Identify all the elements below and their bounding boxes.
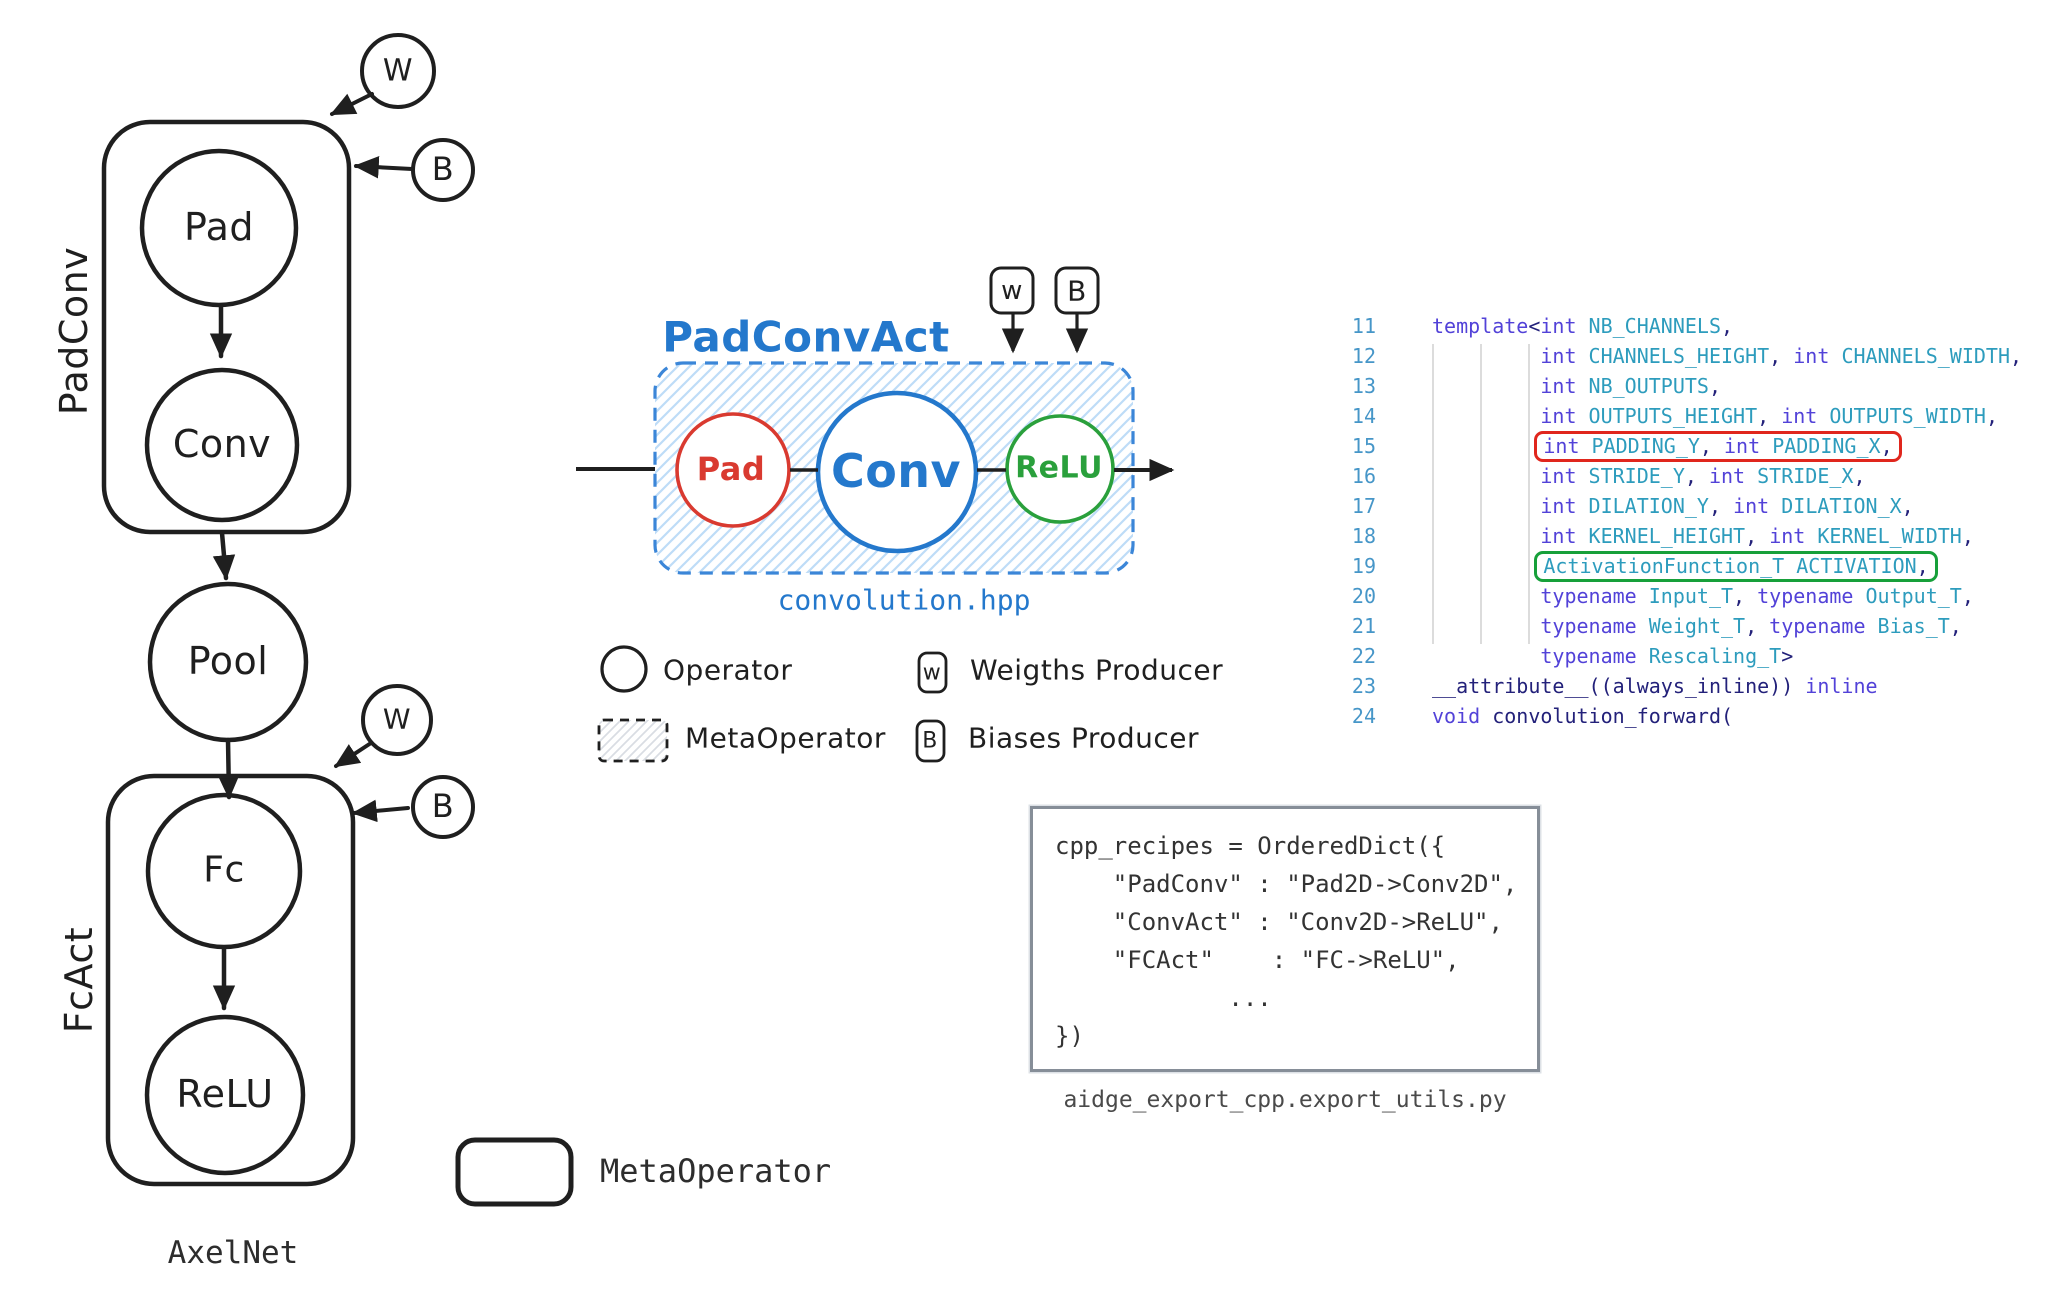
convolution-hpp-caption: convolution.hpp	[777, 583, 1031, 617]
padconv-group-box	[101, 119, 352, 535]
biases-legend-label: Biases Producer	[968, 721, 1200, 755]
axelnet-caption: AxelNet	[167, 1235, 299, 1271]
conv-node-circle	[144, 367, 300, 523]
operator-legend-circle	[600, 645, 648, 693]
b-box-label: B	[1067, 274, 1087, 308]
padconv-to-pool-arrow	[212, 530, 236, 581]
indent-guide-1	[1432, 344, 1434, 644]
metaoperator-legend-label: MetaOperator	[600, 1152, 832, 1190]
padconvact-title: PadConvAct	[662, 312, 950, 362]
meta-pad-label: Pad	[696, 450, 766, 488]
w2-arrow	[334, 741, 373, 768]
metaoperator-legend-swatch	[597, 718, 669, 763]
metaoperator-legend-box	[455, 1137, 574, 1207]
b1-arrow	[353, 155, 414, 179]
b1-producer-label: B	[431, 150, 455, 188]
recipes-caption: aidge_export_cpp.export_utils.py	[1063, 1087, 1507, 1113]
pad-node-label: Pad	[183, 205, 255, 249]
indent-guide-3	[1528, 344, 1530, 644]
meta-pad-circle	[675, 412, 791, 528]
b2-arrow	[351, 799, 410, 823]
fc-node-label: Fc	[203, 849, 245, 891]
code-lines: template<int NB_CHANNELS, int CHANNELS_H…	[1432, 314, 2023, 728]
meta-conv-label: Conv	[830, 444, 962, 498]
relu-node-label: ReLU	[176, 1072, 274, 1116]
fcact-group-label: FcAct	[57, 926, 101, 1034]
recipes-code: cpp_recipes = OrderedDict({ "PadConv" : …	[1055, 832, 1518, 1050]
w2-producer-label: W	[382, 702, 412, 736]
biases-legend-symbol: B	[922, 728, 938, 754]
indent-guide-2	[1480, 344, 1482, 644]
weights-producer-circle-1	[360, 33, 436, 109]
meta-conv-circle	[815, 390, 979, 554]
pool-to-fc-arrow	[217, 737, 240, 800]
w-box-label: w	[1001, 276, 1023, 306]
weights-legend-box	[917, 651, 948, 694]
biases-legend-box	[915, 719, 946, 763]
b2-producer-label: B	[431, 787, 455, 825]
padconv-group-label: PadConv	[52, 246, 96, 416]
fcact-group-box	[105, 773, 356, 1187]
meta-relu-circle	[1005, 414, 1115, 524]
conv-node-label: Conv	[172, 422, 272, 466]
recipes-box: cpp_recipes = OrderedDict({ "PadConv" : …	[1030, 806, 1540, 1072]
operator-legend-label: Operator	[663, 653, 793, 687]
w1-arrow	[329, 92, 374, 116]
meta-relu-label: ReLU	[1015, 450, 1103, 486]
pool-node-label: Pool	[187, 639, 269, 683]
biases-producer-circle-2	[411, 775, 475, 839]
weights-legend-symbol: w	[922, 660, 942, 686]
weights-legend-label: Weigths Producer	[970, 653, 1224, 687]
weights-producer-circle-2	[361, 684, 433, 756]
w1-producer-label: W	[382, 53, 414, 89]
relu-node-circle	[144, 1014, 306, 1176]
metaoperator-swatch-label: MetaOperator	[685, 721, 886, 755]
